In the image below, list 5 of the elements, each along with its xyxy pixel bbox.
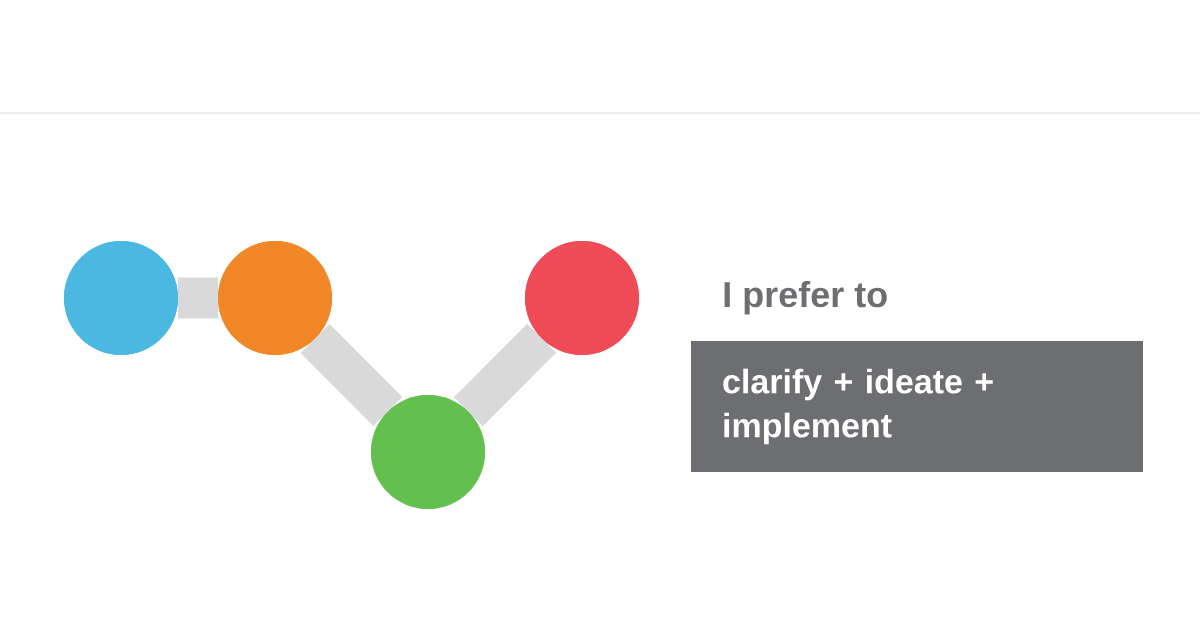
connector-bar — [178, 277, 218, 319]
connector-bar — [300, 324, 403, 426]
highlight-box: clarify + ideate + implement — [691, 341, 1143, 472]
connector-bar — [453, 323, 557, 427]
heading: I prefer to — [724, 280, 887, 315]
